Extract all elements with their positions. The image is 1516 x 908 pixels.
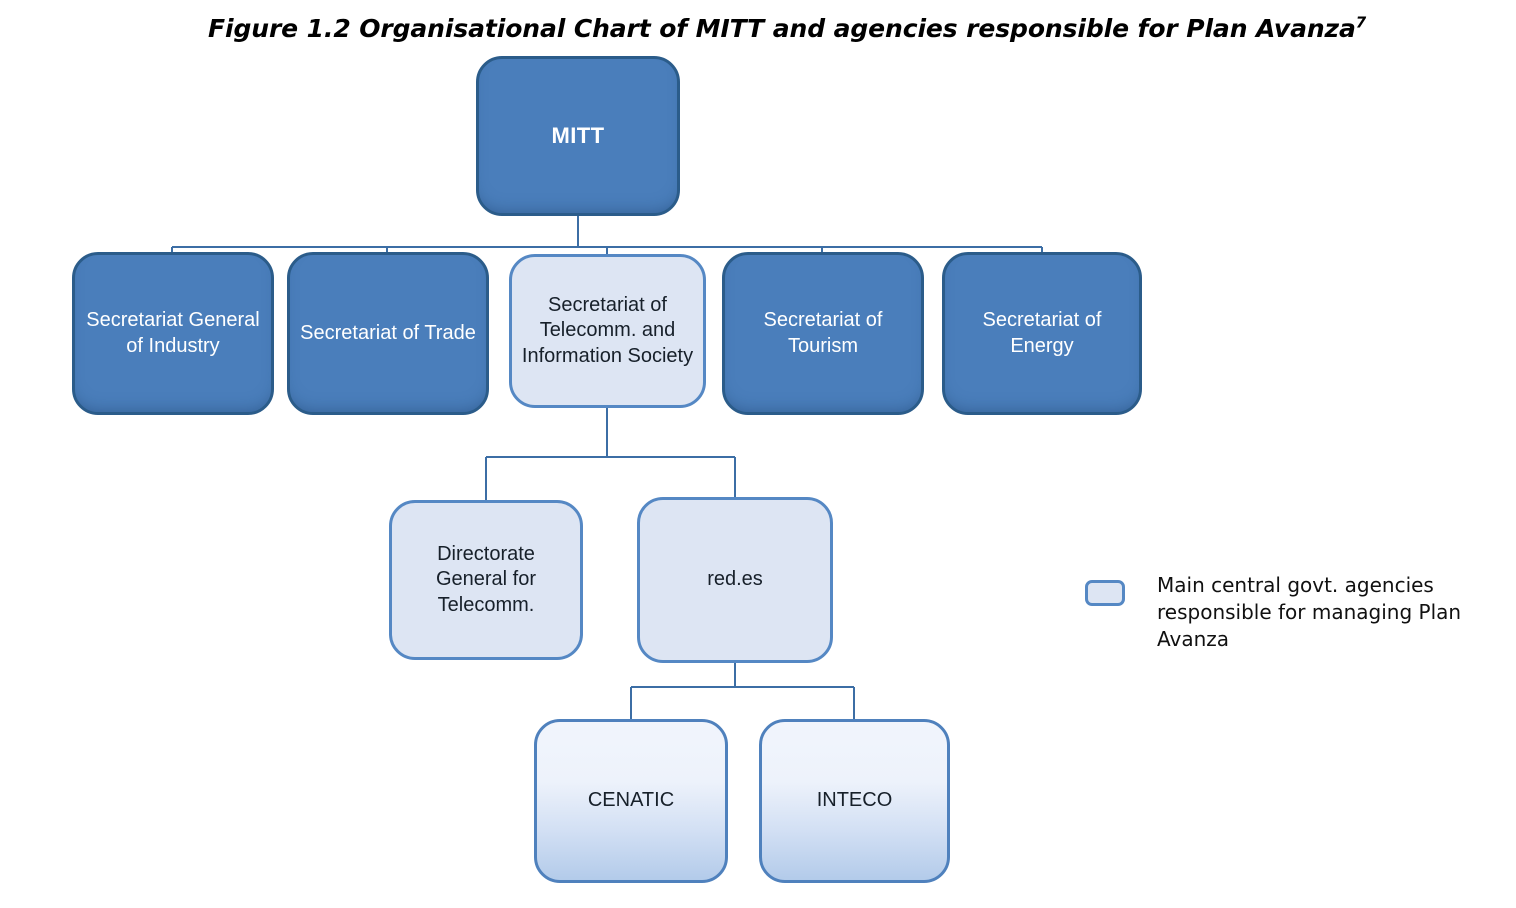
node-inteco[interactable]: INTECO (759, 719, 950, 883)
node-secretariat-general-industry[interactable]: Secretariat General of Industry (72, 252, 274, 415)
plan-avanza-agency-swatch (1085, 580, 1125, 606)
node-red-es[interactable]: red.es (637, 497, 833, 663)
node-secretariat-energy[interactable]: Secretariat of Energy (942, 252, 1142, 415)
node-secretariat-tourism-label: Secretariat of Tourism (763, 308, 883, 357)
node-directorate-general-telecomm[interactable]: Directorate General for Telecomm. (389, 500, 583, 660)
node-secretariat-general-industry-label: Secretariat General of Industry (86, 308, 260, 357)
node-red-es-label: red.es (707, 568, 763, 591)
legend-text: Main central govt. agencies responsible … (1157, 573, 1462, 651)
legend: Main central govt. agencies responsible … (1085, 572, 1485, 653)
node-secretariat-telecomm-information-society-label: Secretariat of Telecomm. and Information… (521, 293, 694, 367)
node-secretariat-trade-label: Secretariat of Trade (300, 321, 476, 344)
figure-title: Figure 1.2 Organisational Chart of MITT … (208, 14, 1448, 43)
figure-title-text: Figure 1.2 Organisational Chart of MITT … (208, 14, 1356, 43)
node-secretariat-energy-label: Secretariat of Energy (982, 308, 1102, 357)
node-secretariat-telecomm-information-society[interactable]: Secretariat of Telecomm. and Information… (509, 254, 706, 408)
node-directorate-general-telecomm-label: Directorate General for Telecomm. (435, 542, 537, 616)
node-inteco-label: INTECO (816, 789, 893, 812)
node-secretariat-trade[interactable]: Secretariat of Trade (287, 252, 489, 415)
node-mitt[interactable]: MITT (476, 56, 680, 216)
node-cenatic-label: CENATIC (587, 789, 675, 812)
node-mitt-label: MITT (551, 122, 605, 148)
node-cenatic[interactable]: CENATIC (534, 719, 728, 883)
figure-title-footnote: 7 (1355, 13, 1367, 32)
node-secretariat-tourism[interactable]: Secretariat of Tourism (722, 252, 924, 415)
